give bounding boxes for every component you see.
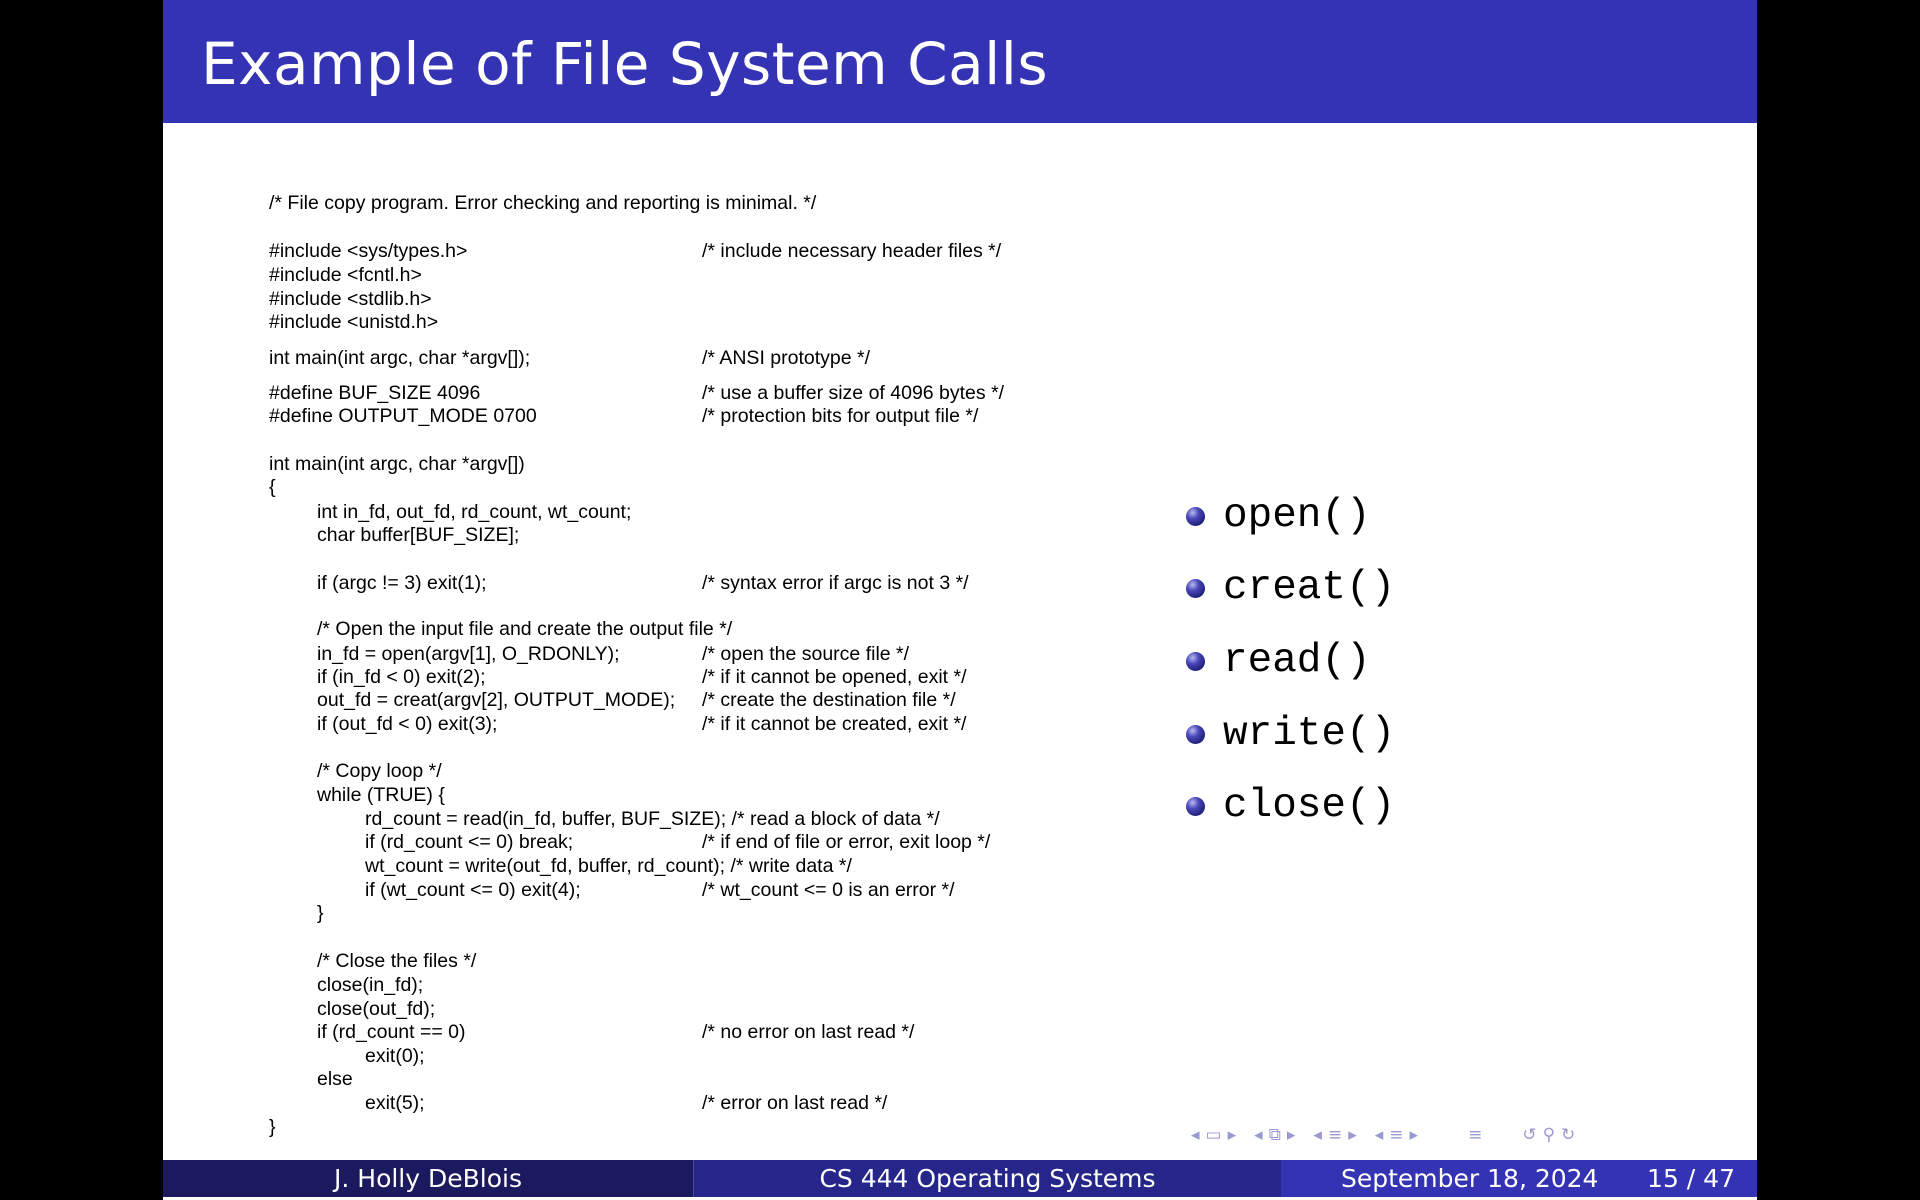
footer-author: J. Holly DeBlois xyxy=(163,1160,693,1197)
nav-subsection-icon[interactable]: ≡ xyxy=(1327,1125,1343,1145)
code-line: #define BUF_SIZE 4096 xyxy=(269,382,481,404)
bullet-text: read() xyxy=(1223,638,1371,684)
code-line: } xyxy=(269,1116,276,1138)
code-line: #include <unistd.h> xyxy=(269,311,439,333)
footer-course: CS 444 Operating Systems xyxy=(693,1160,1281,1197)
code-line: exit(0); xyxy=(365,1045,425,1067)
undo-icon[interactable]: ↺ xyxy=(1522,1125,1537,1145)
code-line: close(in_fd); xyxy=(317,974,424,996)
code-comment: /* no error on last read */ xyxy=(702,1021,915,1043)
code-line: #include <sys/types.h> xyxy=(269,240,468,262)
slide-footer: J. Holly DeBlois CS 444 Operating System… xyxy=(163,1160,1757,1197)
code-comment: /* open the source file */ xyxy=(702,643,910,665)
code-line: int main(int argc, char *argv[]); xyxy=(269,347,531,369)
code-line: #include <fcntl.h> xyxy=(269,264,422,286)
nav-prev-subsection-icon[interactable]: ◂ xyxy=(1313,1125,1322,1145)
code-line: close(out_fd); xyxy=(317,998,436,1020)
slide-title: Example of File System Calls xyxy=(201,30,1049,98)
code-comment: /* use a buffer size of 4096 bytes */ xyxy=(702,382,1005,404)
code-comment: /* error on last read */ xyxy=(702,1092,888,1114)
code-line: wt_count = write(out_fd, buffer, rd_coun… xyxy=(365,855,852,877)
footer-right: September 18, 2024 15 / 47 xyxy=(1281,1160,1757,1197)
bullet-ball-icon xyxy=(1186,652,1205,671)
code-comment: /* if end of file or error, exit loop */ xyxy=(702,831,991,853)
nav-section-icon[interactable]: ≡ xyxy=(1389,1125,1404,1145)
code-line: /* Copy loop */ xyxy=(317,760,442,782)
slide: Example of File System Calls /* File cop… xyxy=(163,0,1757,1200)
redo-icon[interactable]: ↻ xyxy=(1561,1125,1576,1145)
code-comment: /* if it cannot be created, exit */ xyxy=(702,713,967,735)
nav-frames-icon[interactable]: ⧉ xyxy=(1268,1125,1281,1145)
bullet-text: write() xyxy=(1223,711,1396,757)
beamer-navigation: ◂ ▭ ▸ ◂ ⧉ ▸ ◂ ≡ ▸ ◂ ≡ ▸ ≡ ↺ ⚲ ↻ xyxy=(1191,1122,1581,1148)
code-comment: /* if it cannot be opened, exit */ xyxy=(702,666,967,688)
bullet-ball-icon xyxy=(1186,507,1205,526)
code-comment: /* include necessary header files */ xyxy=(702,240,1002,262)
code-line: if (wt_count <= 0) exit(4); xyxy=(365,879,581,901)
nav-next-frame-icon[interactable]: ▸ xyxy=(1286,1125,1296,1145)
code-line: { xyxy=(269,476,276,498)
code-line: char buffer[BUF_SIZE]; xyxy=(317,524,520,546)
code-comment: /* protection bits for output file */ xyxy=(702,405,979,427)
code-line: /* Close the files */ xyxy=(317,950,477,972)
code-line: /* Open the input file and create the ou… xyxy=(317,618,733,640)
code-line: /* File copy program. Error checking and… xyxy=(269,192,817,214)
code-comment: /* ANSI prototype */ xyxy=(702,347,871,369)
bullet-text: open() xyxy=(1223,493,1371,539)
nav-next-slide-icon[interactable]: ▸ xyxy=(1227,1125,1237,1145)
code-line: if (rd_count == 0) xyxy=(317,1021,466,1043)
footer-date: September 18, 2024 xyxy=(1341,1164,1599,1193)
code-line: int main(int argc, char *argv[]) xyxy=(269,453,525,475)
nav-prev-slide-icon[interactable]: ◂ xyxy=(1191,1125,1200,1145)
bullet-text: creat() xyxy=(1223,565,1396,611)
code-comment: /* syntax error if argc is not 3 */ xyxy=(702,572,969,594)
bullet-ball-icon xyxy=(1186,797,1205,816)
nav-align-icon[interactable]: ≡ xyxy=(1468,1125,1483,1145)
bullet-ball-icon xyxy=(1186,725,1205,744)
code-line: exit(5); xyxy=(365,1092,425,1114)
code-line: if (argc != 3) exit(1); xyxy=(317,572,487,594)
code-line: in_fd = open(argv[1], O_RDONLY); xyxy=(317,643,620,665)
code-line: int in_fd, out_fd, rd_count, wt_count; xyxy=(317,501,632,523)
bullet-ball-icon xyxy=(1186,579,1205,598)
search-icon[interactable]: ⚲ xyxy=(1542,1125,1556,1145)
code-line: else xyxy=(317,1068,353,1090)
code-line: #define OUTPUT_MODE 0700 xyxy=(269,405,537,427)
slide-header: Example of File System Calls xyxy=(163,0,1757,123)
nav-next-subsection-icon[interactable]: ▸ xyxy=(1348,1125,1357,1145)
code-comment: /* wt_count <= 0 is an error */ xyxy=(702,879,955,901)
code-line: if (in_fd < 0) exit(2); xyxy=(317,666,486,688)
code-line: rd_count = read(in_fd, buffer, BUF_SIZE)… xyxy=(365,808,940,830)
nav-next-section-icon[interactable]: ▸ xyxy=(1409,1125,1419,1145)
bullet-text: close() xyxy=(1223,783,1396,829)
code-line: if (rd_count <= 0) break; xyxy=(365,831,574,853)
code-line: if (out_fd < 0) exit(3); xyxy=(317,713,498,735)
nav-prev-frame-icon[interactable]: ◂ xyxy=(1254,1125,1263,1145)
page-number: 15 / 47 xyxy=(1647,1164,1735,1193)
code-line: } xyxy=(317,902,324,924)
code-comment: /* create the destination file */ xyxy=(702,689,956,711)
code-line: while (TRUE) { xyxy=(317,784,445,806)
code-line: out_fd = creat(argv[2], OUTPUT_MODE); xyxy=(317,689,676,711)
code-line: #include <stdlib.h> xyxy=(269,288,432,310)
nav-frame-icon[interactable]: ▭ xyxy=(1205,1125,1222,1145)
nav-prev-section-icon[interactable]: ◂ xyxy=(1374,1125,1384,1145)
